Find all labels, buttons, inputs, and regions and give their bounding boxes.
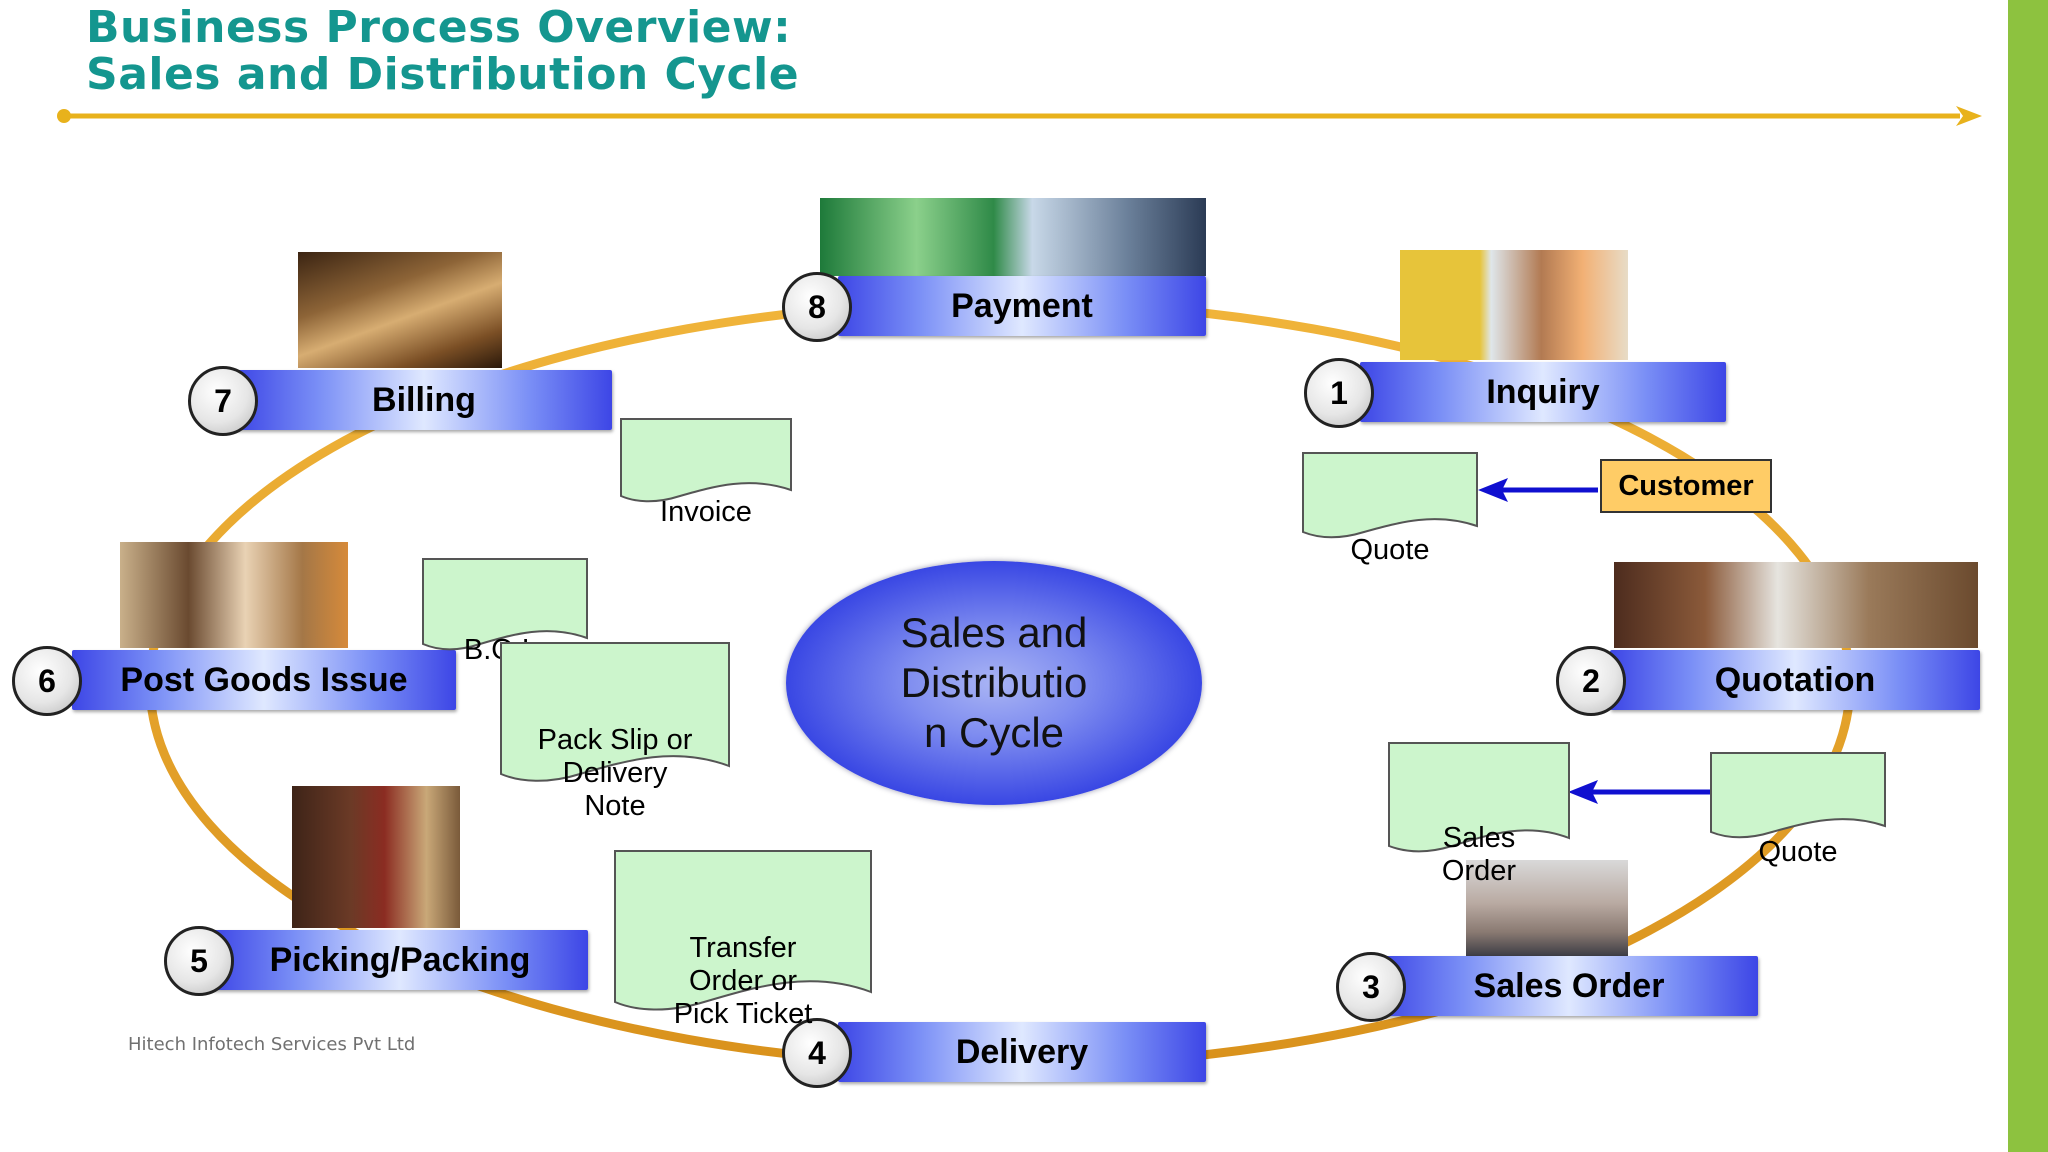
- stage-bar-post-goods-issue: Post Goods Issue: [72, 650, 456, 710]
- document-bol-shape: [422, 558, 588, 651]
- document-pack-slip: Pack Slip or Delivery Note: [500, 642, 730, 822]
- stage-number-1: 1: [1304, 358, 1374, 428]
- title-line-1: Business Process Overview:: [86, 2, 792, 53]
- photo-picking-person: [292, 786, 460, 928]
- stage-number-4: 4: [782, 1018, 852, 1088]
- document-pack-slip-shape: [500, 642, 730, 782]
- stage-bar-inquiry: Inquiry: [1360, 362, 1726, 422]
- stage-bar-payment: Payment: [838, 276, 1206, 336]
- stage-bar-quotation: Quotation: [1610, 650, 1980, 710]
- document-bol: B.O.L.: [422, 558, 588, 666]
- stage-number-5: 5: [164, 926, 234, 996]
- stage-bar-billing: Billing: [236, 370, 612, 430]
- photo-typing-hands: [1466, 860, 1628, 956]
- stage-label-billing: Billing: [372, 380, 476, 419]
- page-title: Business Process Overview: Sales and Dis…: [86, 4, 799, 98]
- document-invoice: Invoice: [620, 418, 792, 528]
- stage-number-7: 7: [188, 366, 258, 436]
- arrow-quote-to-sales-order: [1568, 780, 1710, 804]
- center-cycle-label: Sales and Distributio n Cycle: [786, 561, 1202, 805]
- document-transfer-order: Transfer Order or Pick Ticket: [614, 850, 872, 1030]
- side-accent-bar: [2008, 0, 2048, 1152]
- stage-label-payment: Payment: [951, 286, 1093, 325]
- stage-bar-delivery: Delivery: [838, 1022, 1206, 1082]
- photo-billing-papers: [298, 252, 502, 368]
- document-pack-slip-text: Pack Slip or Delivery Note: [537, 724, 693, 822]
- customer-box: Customer: [1600, 459, 1772, 513]
- document-quote-2: Quote: [1710, 752, 1886, 868]
- document-invoice-shape: [620, 418, 792, 503]
- header-rule-dot: [57, 109, 71, 123]
- document-transfer-order-shape: [614, 850, 872, 1011]
- document-quote-2-shape: [1710, 752, 1886, 839]
- stage-label-delivery: Delivery: [955, 1032, 1089, 1071]
- stage-number-8: 8: [782, 272, 852, 342]
- stage-bar-picking-packing: Picking/Packing: [212, 930, 588, 990]
- stage-label-post-goods-issue: Post Goods Issue: [120, 660, 408, 699]
- stage-number-6: 6: [12, 646, 82, 716]
- arrow-customer-to-quote: [1478, 478, 1598, 502]
- stage-label-inquiry: Inquiry: [1486, 372, 1600, 411]
- stage-number-2: 2: [1556, 646, 1626, 716]
- document-quote-1-shape: [1302, 452, 1478, 539]
- stage-bar-sales-order: Sales Order: [1380, 956, 1758, 1016]
- stage-label-picking-packing: Picking/Packing: [269, 940, 531, 979]
- document-transfer-order-text: Transfer Order or Pick Ticket: [673, 932, 813, 1030]
- document-quote-2-text: Quote: [1758, 836, 1838, 868]
- document-invoice-text: Invoice: [660, 496, 752, 528]
- document-sales-order-shape: [1388, 742, 1570, 853]
- photo-quotation-meeting: [1614, 562, 1978, 648]
- photo-inquiry-person: [1400, 250, 1628, 360]
- stage-label-sales-order: Sales Order: [1473, 966, 1665, 1005]
- footer-company: Hitech Infotech Services Pvt Ltd: [128, 1034, 416, 1055]
- stage-label-quotation: Quotation: [1714, 660, 1876, 699]
- document-sales-order-text: Sales Order: [1441, 822, 1517, 887]
- document-quote-1-text: Quote: [1350, 534, 1430, 566]
- document-sales-order: Sales Order: [1388, 742, 1570, 887]
- photo-goods-issue-person: [120, 542, 348, 648]
- title-line-2: Sales and Distribution Cycle: [86, 49, 800, 100]
- document-quote-1: Quote: [1302, 452, 1478, 566]
- stage-number-3: 3: [1336, 952, 1406, 1022]
- photo-money: [820, 198, 1206, 276]
- header-rule-arrowhead: [1956, 106, 1982, 126]
